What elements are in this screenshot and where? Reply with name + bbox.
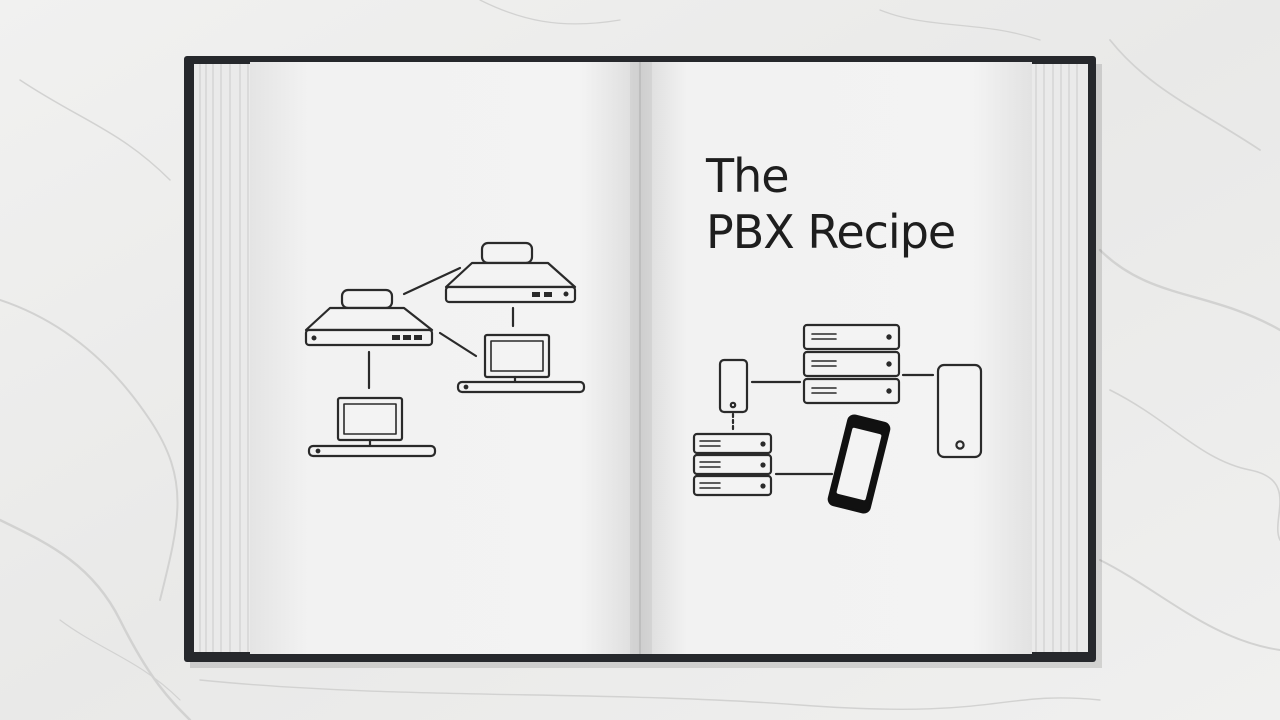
router-icon [444,241,577,304]
title-line-1: The [706,149,790,203]
smartphone-icon [827,414,891,514]
mobile-phone-icon [718,358,749,414]
laptop-icon [456,333,586,394]
servers-and-phones-illustration [692,323,983,514]
mobile-phone-icon [936,363,983,459]
network-devices-illustration [304,241,586,458]
router-icon [304,288,434,347]
title-line-2: PBX Recipe [706,205,956,259]
server-stack-icon [692,432,773,497]
server-stack-icon [802,323,901,405]
left-page [250,62,640,654]
laptop-icon [307,396,437,458]
book-title: The PBX Recipe [706,148,956,260]
